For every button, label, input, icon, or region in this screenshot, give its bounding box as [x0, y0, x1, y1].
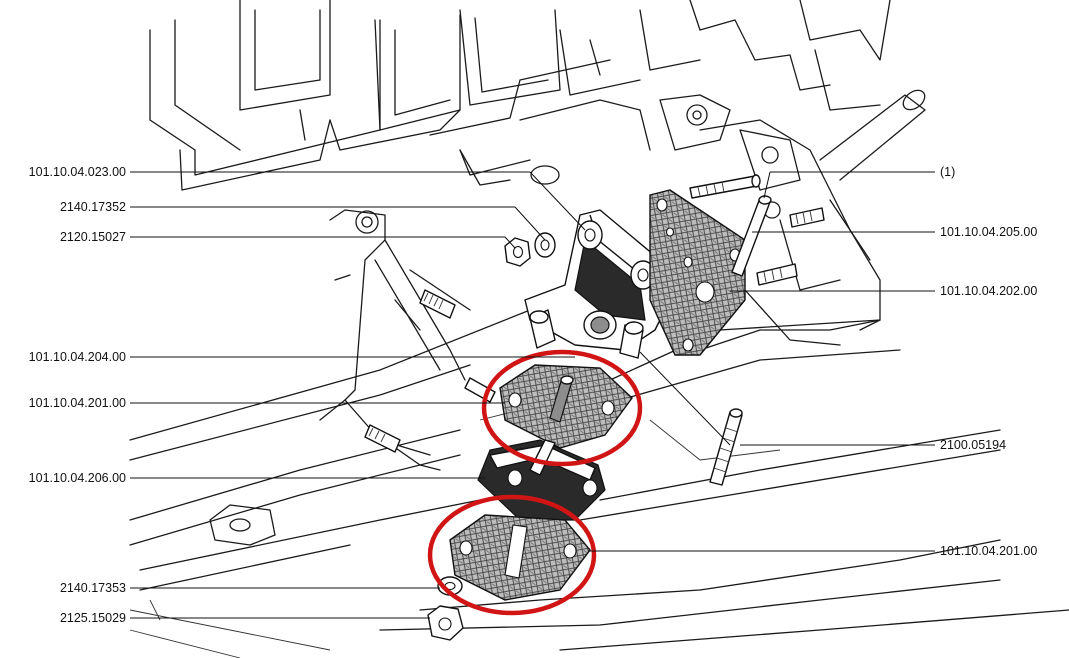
nut-lower [427, 605, 464, 641]
callout-label: 2140.17352 [60, 200, 126, 214]
callout-label: 2140.17353 [60, 581, 126, 595]
callout-label: 2120.15027 [60, 230, 126, 244]
nut-upper [504, 237, 531, 267]
callout-label: 101.10.04.201.00 [940, 544, 1037, 558]
highlight-circle-upper [481, 349, 643, 467]
callout-label: 101.10.04.205.00 [940, 225, 1037, 239]
pushrod [731, 195, 772, 277]
block-stud [364, 424, 401, 453]
callout-label: 101.10.04.023.00 [29, 165, 126, 179]
stud-right-upper [689, 174, 761, 199]
stud-right-low [756, 263, 798, 286]
block-stud [419, 289, 456, 319]
callout-label: 101.10.04.201.00 [29, 396, 126, 410]
spacer-block [477, 439, 606, 521]
gasket-lower [449, 514, 591, 601]
stud-right-mid [789, 207, 825, 228]
callout-label: 101.10.04.204.00 [29, 350, 126, 364]
highlight-circle-lower [427, 494, 597, 616]
callout-label: 101.10.04.206.00 [29, 471, 126, 485]
washer-upper [534, 232, 556, 258]
callout-label: 2125.15029 [60, 611, 126, 625]
flange-gasket [649, 189, 746, 356]
callout-label: 101.10.04.202.00 [940, 284, 1037, 298]
stud-2100-05194 [709, 408, 743, 486]
callout-label: 2100.05194 [940, 438, 1006, 452]
callout-group-left: 101.10.04.023.00 2140.17352 2120.15027 1… [29, 165, 126, 625]
callout-label: (1) [940, 165, 955, 179]
fuel-pump-body [524, 209, 666, 359]
callout-group-right: (1) 101.10.04.205.00 101.10.04.202.00 21… [940, 165, 1037, 558]
gasket-upper [499, 364, 633, 449]
leader-lines [130, 171, 935, 619]
